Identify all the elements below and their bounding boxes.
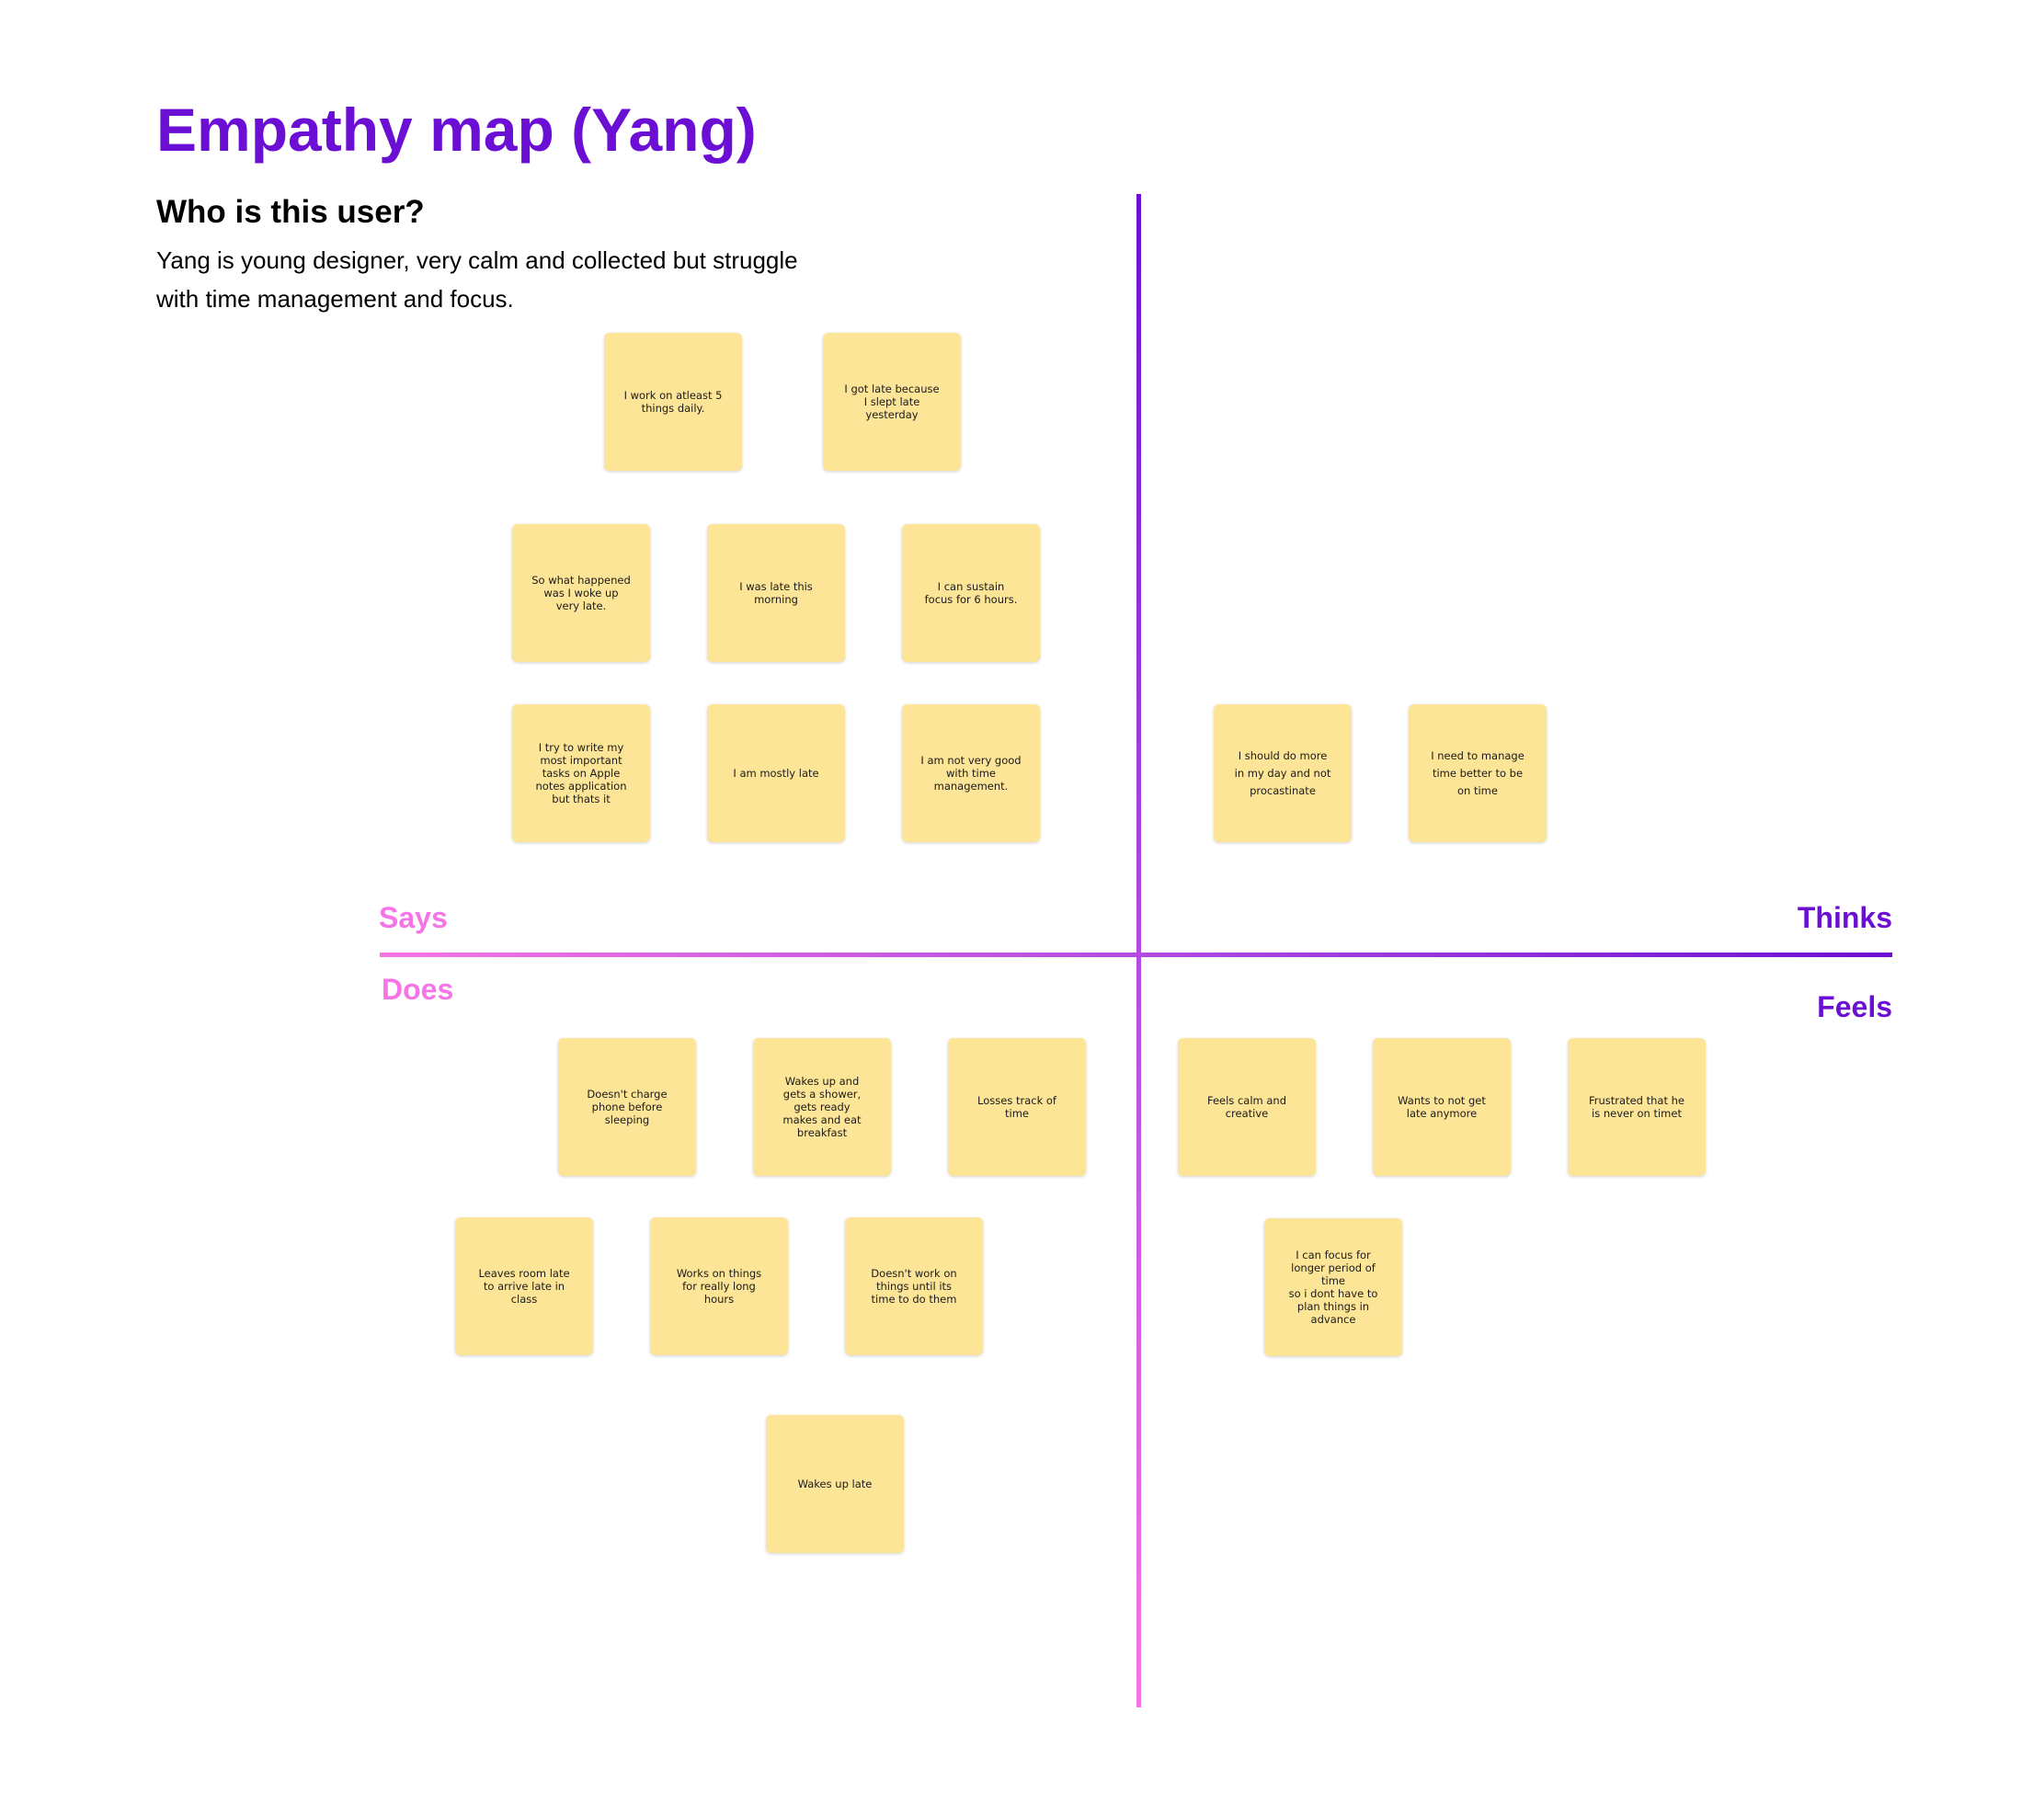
sticky-note-says[interactable]: I try to write my most important tasks o… xyxy=(512,704,650,842)
sticky-note-text: I need to manage time better to be on ti… xyxy=(1431,748,1524,797)
sticky-note-text: I am mostly late xyxy=(733,767,819,780)
vertical-axis xyxy=(1136,194,1141,1707)
sticky-note-feels[interactable]: Frustrated that he is never on timet xyxy=(1568,1038,1706,1176)
sticky-note-text: Works on things for really long hours xyxy=(676,1267,762,1306)
sticky-note-does[interactable]: Wakes up and gets a shower, gets ready m… xyxy=(753,1038,891,1176)
sticky-note-text: I got late because I slept late yesterda… xyxy=(844,382,940,421)
sticky-note-text: Wakes up late xyxy=(797,1478,873,1490)
sticky-note-text: I can sustain focus for 6 hours. xyxy=(924,580,1018,606)
sticky-note-text: I should do more in my day and not proca… xyxy=(1234,748,1331,797)
sticky-note-feels[interactable]: Feels calm and creative xyxy=(1178,1038,1316,1176)
sticky-note-says[interactable]: I got late because I slept late yesterda… xyxy=(823,333,961,471)
sticky-note-text: Feels calm and creative xyxy=(1206,1094,1287,1120)
sticky-note-text: I try to write my most important tasks o… xyxy=(535,741,627,805)
sticky-note-text: Doesn't work on things until its time to… xyxy=(871,1267,957,1306)
sticky-note-text: Losses track of time xyxy=(977,1094,1056,1120)
sticky-note-does[interactable]: Leaves room late to arrive late in class xyxy=(455,1217,593,1355)
sticky-note-says[interactable]: I am mostly late xyxy=(707,704,845,842)
sticky-note-text: I work on atleast 5 things daily. xyxy=(623,389,723,415)
sticky-note-text: Leaves room late to arrive late in class xyxy=(478,1267,570,1306)
quadrant-label-says: Says xyxy=(379,901,448,934)
quadrant-label-does: Does xyxy=(382,973,454,1006)
sticky-note-text: So what happened was I woke up very late… xyxy=(531,574,631,612)
page-title: Empathy map (Yang) xyxy=(156,96,757,164)
sticky-note-says[interactable]: I can sustain focus for 6 hours. xyxy=(902,524,1040,662)
user-question-heading: Who is this user? xyxy=(156,194,425,230)
quadrant-label-thinks: Thinks xyxy=(1797,901,1892,934)
sticky-note-does[interactable]: Doesn't charge phone before sleeping xyxy=(558,1038,696,1176)
sticky-note-text: I am not very good with time management. xyxy=(920,754,1022,793)
sticky-note-text: I was late this morning xyxy=(739,580,813,606)
sticky-note-text: Doesn't charge phone before sleeping xyxy=(587,1088,668,1126)
sticky-note-text: Wants to not get late anymore xyxy=(1398,1094,1486,1120)
sticky-note-does[interactable]: Wakes up late xyxy=(766,1415,904,1553)
sticky-note-feels[interactable]: Wants to not get late anymore xyxy=(1373,1038,1511,1176)
sticky-note-does[interactable]: Works on things for really long hours xyxy=(650,1217,788,1355)
quadrant-label-feels: Feels xyxy=(1817,990,1892,1023)
sticky-note-text: Wakes up and gets a shower, gets ready m… xyxy=(782,1075,862,1139)
sticky-note-feels[interactable]: I can focus for longer period of time so… xyxy=(1264,1218,1402,1356)
sticky-note-text: Frustrated that he is never on timet xyxy=(1589,1094,1684,1120)
sticky-note-says[interactable]: I was late this morning xyxy=(707,524,845,662)
sticky-note-says[interactable]: So what happened was I woke up very late… xyxy=(512,524,650,662)
sticky-note-does[interactable]: Losses track of time xyxy=(948,1038,1086,1176)
sticky-note-says[interactable]: I am not very good with time management. xyxy=(902,704,1040,842)
sticky-note-thinks[interactable]: I need to manage time better to be on ti… xyxy=(1409,704,1547,842)
horizontal-axis xyxy=(380,953,1892,957)
sticky-note-thinks[interactable]: I should do more in my day and not proca… xyxy=(1214,704,1352,842)
sticky-note-text: I can focus for longer period of time so… xyxy=(1288,1249,1378,1326)
user-description: Yang is young designer, very calm and co… xyxy=(156,246,798,313)
sticky-note-says[interactable]: I work on atleast 5 things daily. xyxy=(604,333,742,471)
sticky-note-does[interactable]: Doesn't work on things until its time to… xyxy=(845,1217,983,1355)
